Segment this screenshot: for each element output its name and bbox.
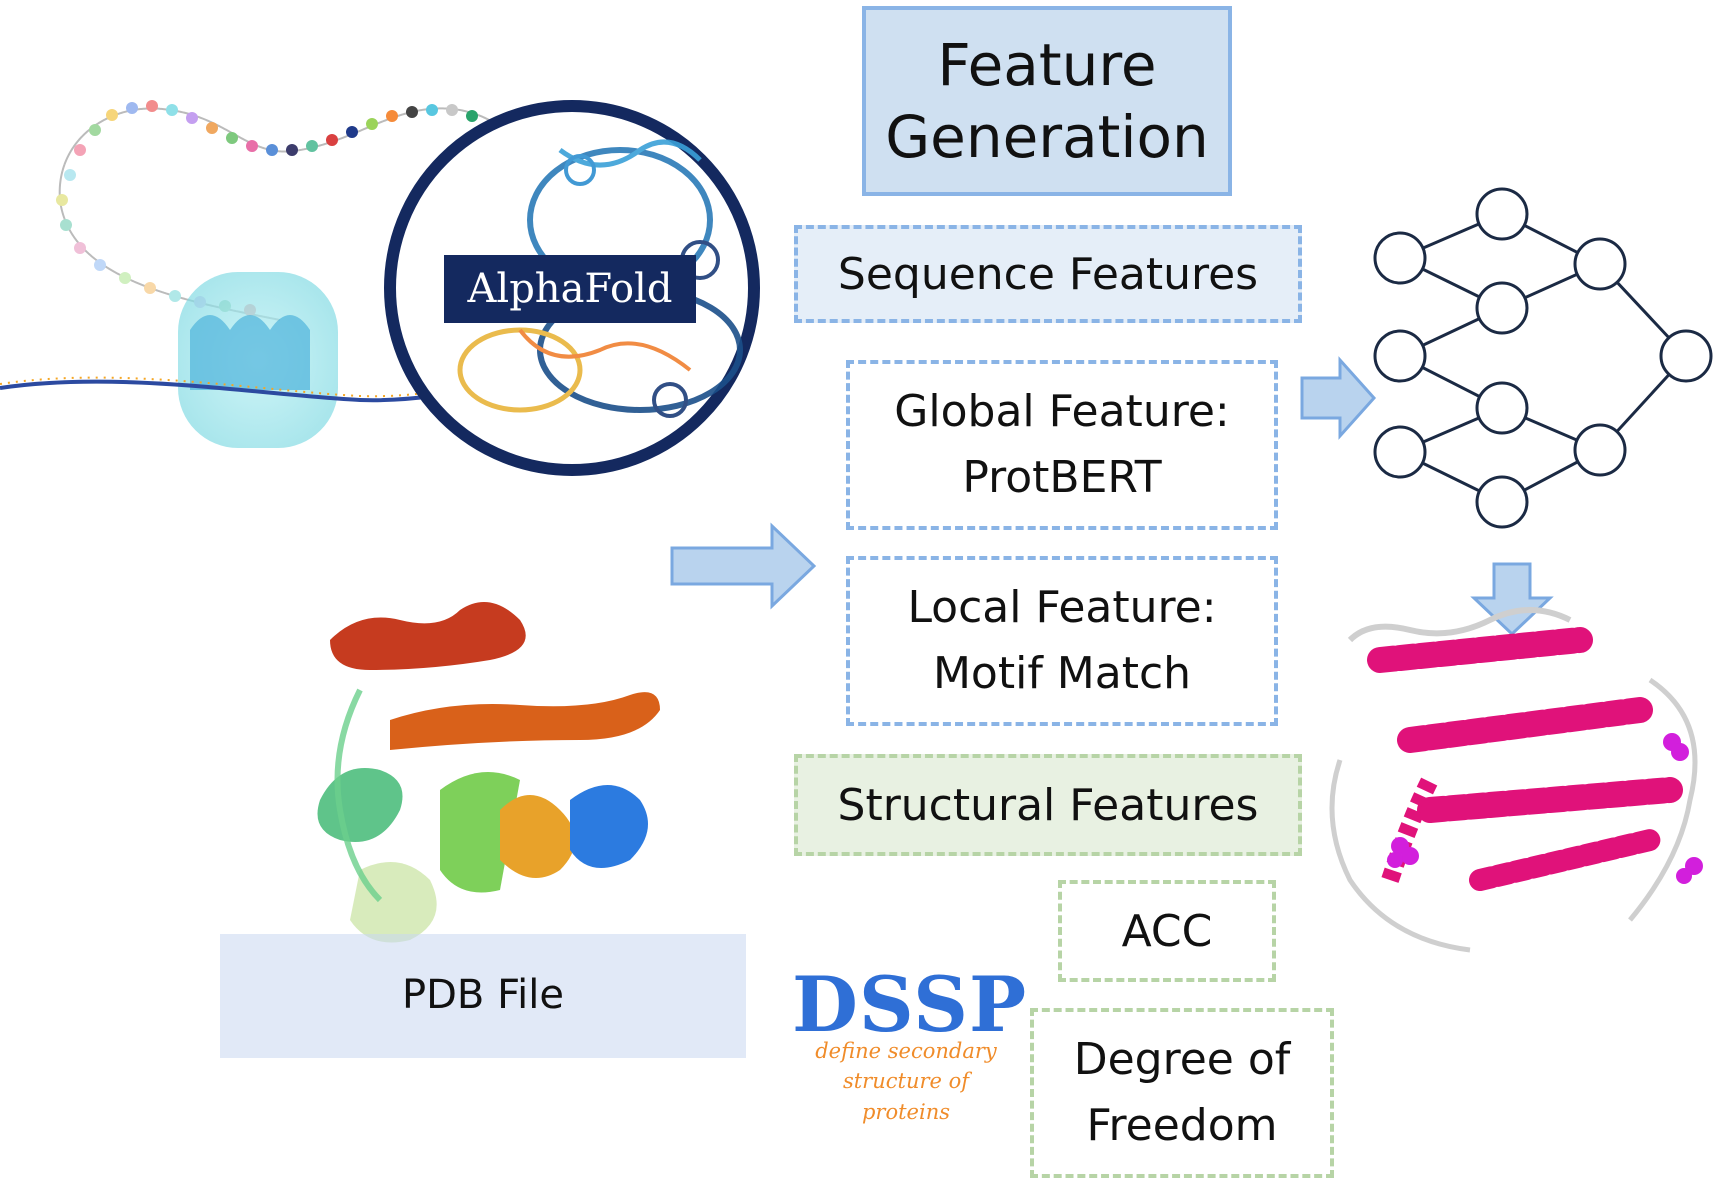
arrow-right-icon	[1300, 356, 1377, 440]
predicted-structure-image	[1329, 607, 1703, 953]
sequence-features-box: Sequence Features	[794, 225, 1302, 323]
local-feature-box: Local Feature: Motif Match	[846, 556, 1278, 726]
pdb-label-band	[220, 934, 746, 1058]
alphafold-logo	[384, 100, 760, 476]
acc-box: ACC	[1058, 880, 1276, 982]
global-feature-box: Global Feature: ProtBERT	[846, 360, 1278, 530]
alphafold-label: AlphaFold	[467, 266, 673, 312]
pdb-protein-structure	[317, 602, 660, 943]
dssp-logo-subtitle: define secondary structure of proteins	[815, 1039, 997, 1124]
dssp-logo-title: DSSP	[792, 960, 1028, 1049]
protein-chain-illustration	[56, 100, 521, 321]
structural-features-box: Structural Features	[794, 754, 1302, 856]
pdb-file-label: PDB File	[401, 972, 564, 1018]
arrow-down-icon	[1470, 562, 1554, 637]
arrow-right-icon	[670, 522, 817, 610]
neural-network-icon	[1373, 187, 1713, 529]
feature-generation-title: Feature Generation	[862, 6, 1232, 196]
degree-of-freedom-box: Degree of Freedom	[1030, 1008, 1334, 1178]
